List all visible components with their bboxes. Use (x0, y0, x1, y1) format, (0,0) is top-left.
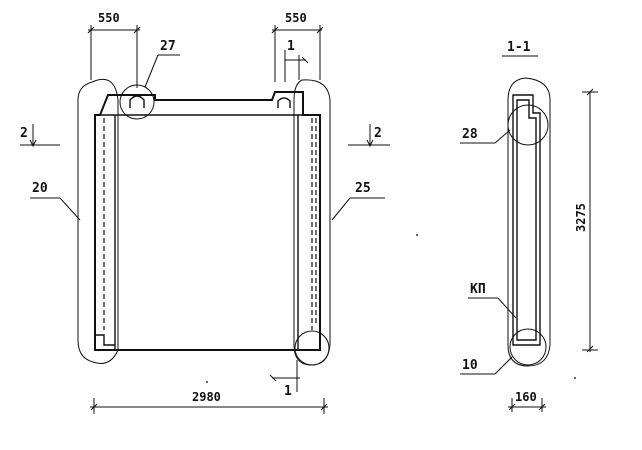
leader-20: 20 (30, 181, 81, 221)
front-view (77, 78, 331, 366)
callout-circle-28 (507, 104, 549, 146)
lifting-loop-left (129, 95, 145, 108)
label-20: 20 (32, 181, 48, 196)
label-25: 25 (355, 181, 371, 196)
section-view-1-1: 1-1 28 КП 10 3275 160 (460, 40, 598, 412)
callout-circle-27 (119, 84, 155, 120)
label-kp: КП (470, 282, 486, 297)
section-mark-2-left: 2 (20, 124, 60, 148)
section-profile-inner (516, 99, 537, 341)
callout-circle-bottom-right (294, 330, 330, 366)
section-outline-bubble (507, 77, 551, 367)
callout-bubble-20 (77, 78, 119, 364)
label-10: 10 (462, 358, 478, 373)
section-profile (512, 94, 541, 346)
label-28: 28 (462, 127, 478, 142)
label-section-2-left: 2 (20, 126, 28, 141)
speck (206, 381, 208, 383)
leader-27: 27 (144, 39, 180, 88)
label-section-1-bottom: 1 (284, 384, 292, 399)
section-title: 1-1 (507, 40, 531, 55)
lifting-loop-right (277, 97, 291, 108)
dim-160-label: 160 (515, 390, 537, 404)
label-27: 27 (160, 39, 176, 54)
dimension-550-right: 550 (271, 11, 324, 82)
label-section-2-right: 2 (374, 126, 382, 141)
dim-550-right-label: 550 (285, 11, 307, 25)
dimension-550-left: 550 (87, 11, 141, 88)
dim-2980-label: 2980 (192, 390, 221, 404)
speck (574, 377, 576, 379)
label-section-1-top: 1 (287, 39, 295, 54)
dim-550-left-label: 550 (98, 11, 120, 25)
section-mark-2-right: 2 (348, 124, 390, 148)
dim-3275-label: 3275 (574, 203, 588, 232)
section-mark-1-top: 1 (284, 39, 309, 82)
bottom-notch (95, 334, 115, 346)
speck (416, 234, 418, 236)
section-mark-1-bottom: 1 (269, 360, 300, 399)
leader-25: 25 (331, 181, 385, 221)
callout-circle-10 (509, 328, 547, 366)
panel-outline (94, 91, 321, 351)
dimension-2980: 2980 (90, 390, 328, 414)
